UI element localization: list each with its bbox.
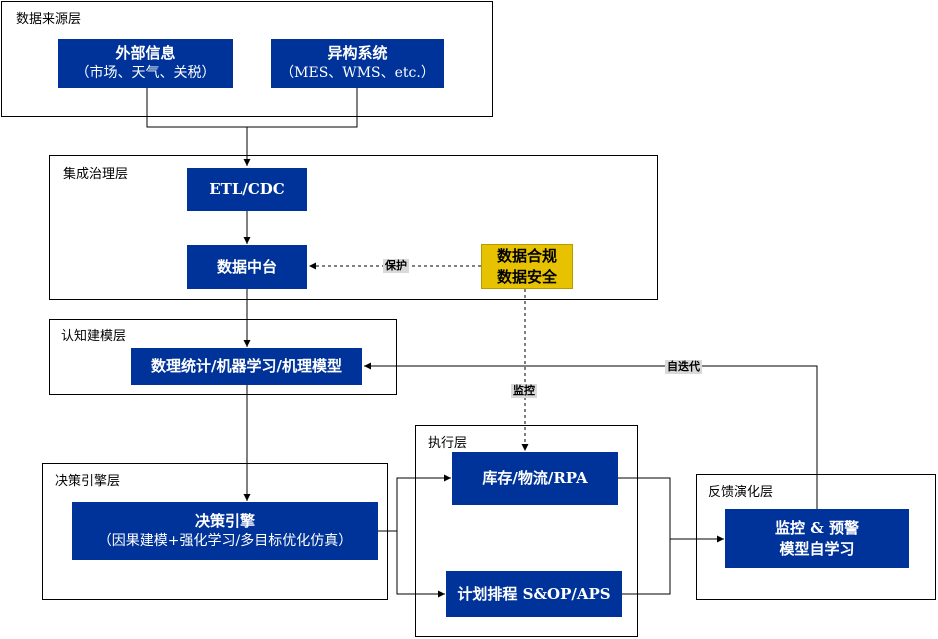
node-inventory-logistics-title: 库存/物流/RPA (482, 469, 588, 487)
node-decision-engine-sub: （因果建模+强化学习/多目标优化仿真） (97, 532, 353, 549)
edge-label-monitor: 监控 (511, 384, 537, 398)
layer-decision-label: 决策引擎层 (55, 474, 121, 489)
layer-cognitive-label: 认知建模层 (61, 329, 127, 344)
node-external-info-sub: （市场、天气、关税） (75, 65, 216, 82)
node-etl-cdc[interactable]: ETL/CDC (187, 168, 307, 211)
node-models[interactable]: 数理统计/机器学习/机理模型 (131, 348, 362, 385)
edge-label-protect: 保护 (383, 259, 409, 273)
node-decision-engine[interactable]: 决策引擎 （因果建模+强化学习/多目标优化仿真） (72, 502, 378, 560)
node-hetero-systems-sub: （MES、WMS、etc.） (280, 65, 435, 82)
layer-data-source-label: 数据来源层 (16, 12, 82, 27)
node-external-info-title: 外部信息 (115, 44, 176, 63)
node-planning-scheduling[interactable]: 计划排程 S&OP/APS (446, 571, 622, 617)
edge-label-iterate: 自迭代 (665, 360, 702, 374)
node-monitor-alert-line2: 模型自学习 (779, 539, 855, 558)
node-data-compliance-line2: 数据安全 (496, 267, 557, 286)
node-models-title: 数理统计/机器学习/机理模型 (151, 357, 342, 375)
node-data-compliance[interactable]: 数据合规 数据安全 (481, 244, 573, 289)
node-external-info[interactable]: 外部信息 （市场、天气、关税） (58, 39, 233, 88)
layer-feedback-label: 反馈演化层 (708, 485, 774, 500)
node-data-hub-title: 数据中台 (216, 257, 277, 276)
node-data-compliance-line1: 数据合规 (496, 246, 557, 265)
node-planning-scheduling-title: 计划排程 S&OP/APS (457, 584, 611, 603)
node-monitor-alert-line1: 监控 & 预警 (775, 518, 859, 537)
node-data-hub[interactable]: 数据中台 (187, 245, 307, 289)
node-etl-cdc-title: ETL/CDC (209, 180, 285, 198)
layer-execution-label: 执行层 (428, 436, 468, 451)
node-monitor-alert[interactable]: 监控 & 预警 模型自学习 (725, 509, 909, 568)
layer-integration-label: 集成治理层 (63, 167, 129, 182)
node-inventory-logistics[interactable]: 库存/物流/RPA (452, 452, 618, 505)
node-hetero-systems[interactable]: 异构系统 （MES、WMS、etc.） (271, 39, 444, 88)
node-hetero-systems-title: 异构系统 (327, 44, 388, 63)
node-decision-engine-title: 决策引擎 (194, 511, 255, 530)
